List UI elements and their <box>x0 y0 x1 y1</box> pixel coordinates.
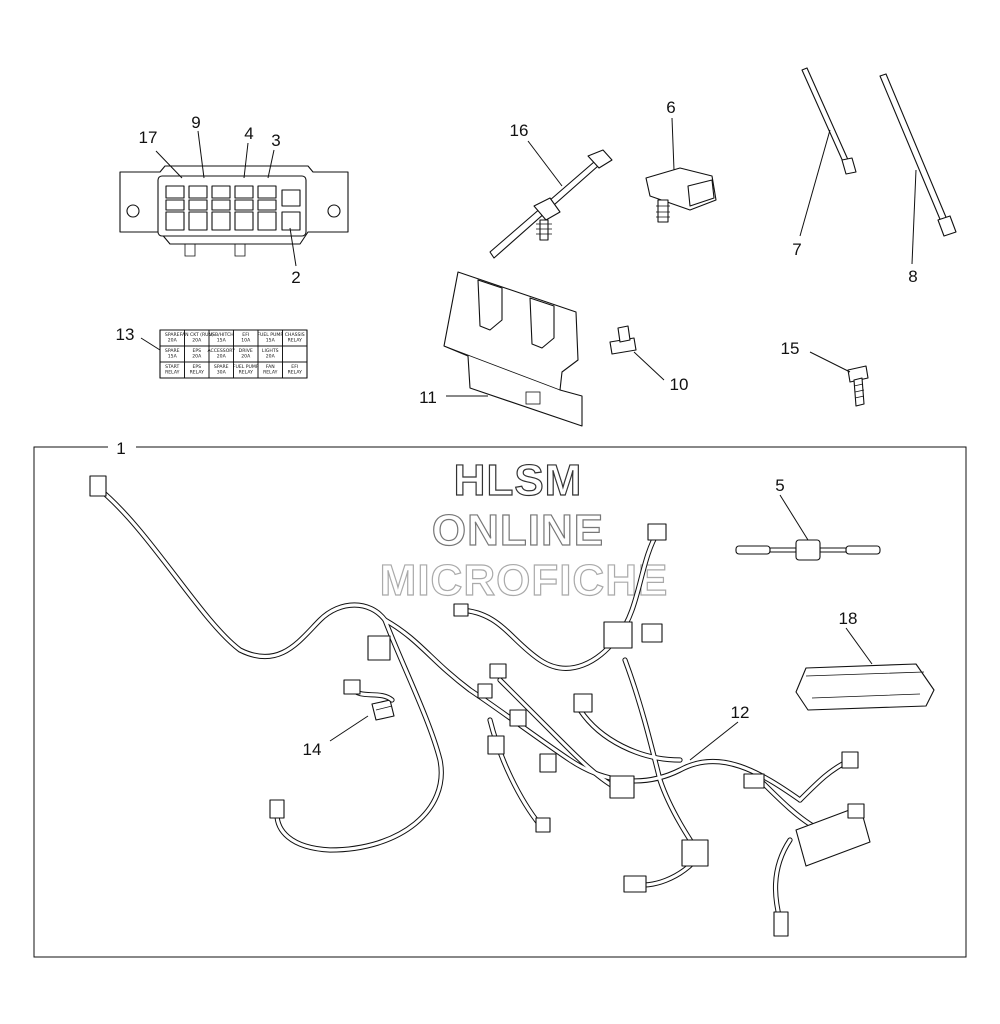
watermark-line-2: ONLINE <box>432 506 604 555</box>
cable-tie-long <box>879 73 957 237</box>
callout-15: 15 <box>781 339 800 358</box>
leader-lines <box>140 117 917 761</box>
watermark: HLSM ONLINE MICROFICHE <box>379 455 669 605</box>
cable-tie-short <box>801 67 857 175</box>
harness-connectors <box>89 475 871 937</box>
fuse-cells <box>165 185 301 231</box>
push-rivet <box>609 325 637 355</box>
callout-13: 13 <box>116 325 135 344</box>
inline-fuse-holder <box>735 539 881 561</box>
small-connector <box>371 699 395 721</box>
callout-4: 4 <box>244 124 253 143</box>
main-wire-harness <box>89 475 871 937</box>
callout-12: 12 <box>731 703 750 722</box>
callout-17: 17 <box>139 128 158 147</box>
harness-wire-0 <box>95 485 388 660</box>
callout-7: 7 <box>792 240 801 259</box>
harness-wire-fill-1 <box>383 618 802 802</box>
mounting-bracket <box>443 271 583 427</box>
callout-10: 10 <box>670 375 689 394</box>
callout-2: 2 <box>291 268 300 287</box>
callout-14: 14 <box>303 740 322 759</box>
harness-wire-fill-7 <box>498 678 622 792</box>
fuse-label-cell-1: FAN CKT (RUN)20A <box>180 332 214 344</box>
flange-bolt <box>847 365 869 407</box>
callout-16: 16 <box>510 121 529 140</box>
callout-6: 6 <box>666 98 675 117</box>
harness-wire-9 <box>577 707 683 763</box>
harness-wire-fill-9 <box>578 708 682 762</box>
relay-cover <box>795 663 935 711</box>
fuse-relay-box <box>119 165 349 257</box>
callout-11: 11 <box>419 388 437 407</box>
harness-wire-2 <box>274 617 444 853</box>
callout-1: 1 <box>116 439 125 458</box>
callout-9: 9 <box>191 113 200 132</box>
connector-clip <box>645 167 717 223</box>
harness-wire-fill-2 <box>275 618 443 852</box>
watermark-line-1: HLSM <box>454 456 583 505</box>
harness-wire-fill-8 <box>488 718 542 827</box>
callout-3: 3 <box>271 131 280 150</box>
harness-wire-fill-0 <box>96 486 387 659</box>
callout-5: 5 <box>775 476 784 495</box>
harness-wire-fill-6 <box>623 658 702 857</box>
watermark-line-3: MICROFICHE <box>380 556 669 605</box>
harness-wire-fill-4 <box>458 608 617 670</box>
callout-labels: 1 2 3 4 5 6 7 8 9 10 11 12 13 14 15 16 1… <box>116 98 918 759</box>
callout-18: 18 <box>839 609 858 628</box>
callout-8: 8 <box>908 267 917 286</box>
push-mount-tie-strap <box>489 149 613 259</box>
kit-border <box>33 446 967 958</box>
